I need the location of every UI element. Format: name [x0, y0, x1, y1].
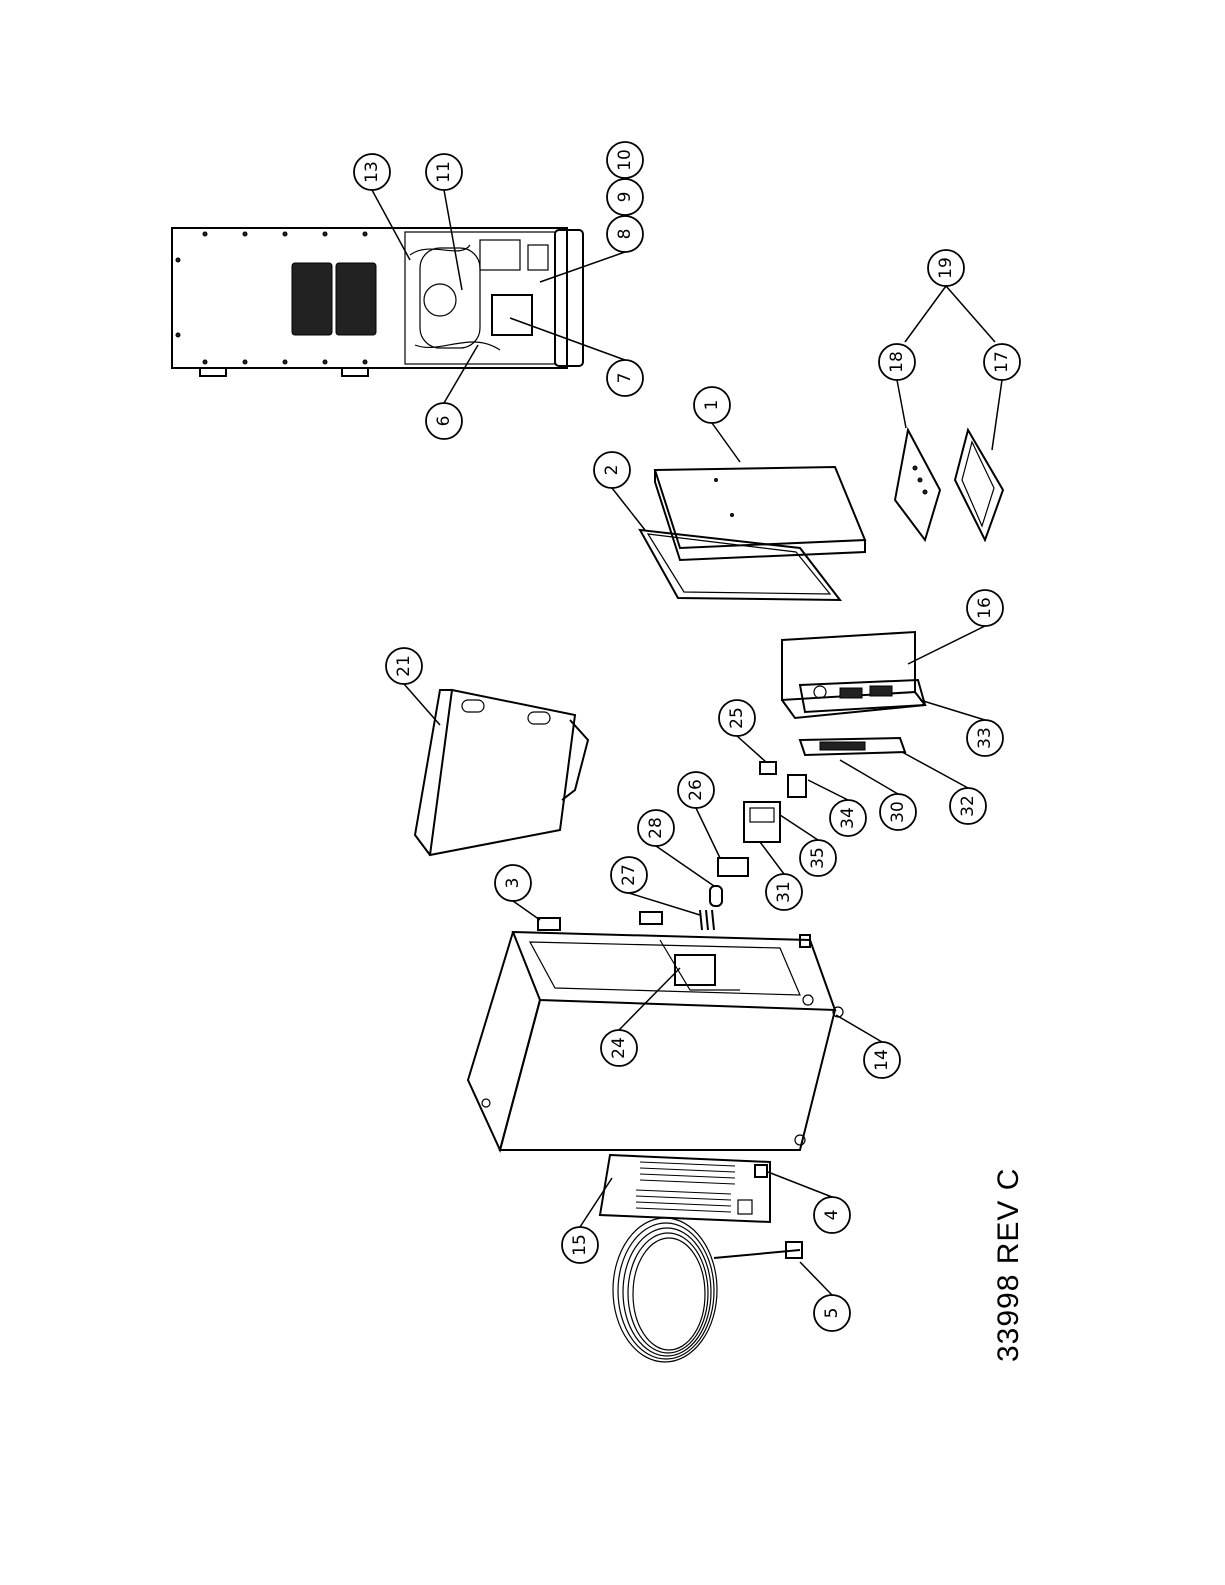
callout-18: 18: [879, 344, 915, 380]
callout-33: 33: [967, 720, 1003, 756]
callout-label: 31: [774, 881, 794, 903]
document-number: 33998 REV C: [992, 1168, 1025, 1362]
callout-8: 8: [607, 216, 643, 252]
callout-19: 19: [928, 250, 964, 286]
callout-label: 35: [808, 847, 828, 869]
callout-label: 15: [570, 1234, 590, 1256]
callout-31: 31: [766, 874, 802, 910]
callout-label: 4: [822, 1210, 842, 1221]
control-bracket: [782, 632, 925, 718]
callout-label: 10: [615, 149, 635, 171]
callout-17: 17: [984, 344, 1020, 380]
callout-label: 11: [434, 161, 454, 183]
callout-label: 19: [936, 257, 956, 279]
callout-label: 3: [503, 878, 523, 889]
callout-label: 21: [394, 655, 414, 677]
callout-13: 13: [354, 154, 390, 190]
callout-label: 33: [975, 727, 995, 749]
callout-6: 6: [426, 403, 462, 439]
callout-label: 24: [609, 1037, 629, 1059]
callout-label: 9: [615, 192, 635, 203]
unit-top-view: [172, 228, 583, 376]
callout-15: 15: [562, 1227, 598, 1263]
callout-label: 17: [992, 351, 1012, 373]
callout-1: 1: [694, 387, 730, 423]
callout-26: 26: [678, 772, 714, 808]
callout-32: 32: [950, 788, 986, 824]
callout-21: 21: [386, 648, 422, 684]
callout-label: 13: [362, 161, 382, 183]
callout-label: 6: [434, 416, 454, 427]
callout-label: 2: [602, 465, 622, 476]
callout-14: 14: [864, 1042, 900, 1078]
power-cord-coil: [613, 1218, 802, 1362]
callout-5: 5: [814, 1295, 850, 1331]
panel-assembly: [640, 467, 865, 600]
callout-4: 4: [814, 1197, 850, 1233]
callout-label: 7: [615, 373, 635, 384]
callout-35: 35: [800, 840, 836, 876]
callout-28: 28: [638, 810, 674, 846]
rear-grille: [600, 1155, 770, 1222]
top-cover: [415, 690, 588, 855]
callout-label: 8: [615, 229, 635, 240]
electrical-components: [700, 738, 905, 930]
callout-label: 18: [887, 351, 907, 373]
callout-label: 14: [872, 1049, 892, 1071]
callout-3: 3: [495, 865, 531, 901]
callout-16: 16: [967, 590, 1003, 626]
callout-label: 28: [646, 817, 666, 839]
callout-label: 30: [888, 801, 908, 823]
main-cabinet: [468, 912, 843, 1150]
callout-27: 27: [611, 857, 647, 893]
callout-10: 10: [607, 142, 643, 178]
callout-30: 30: [880, 794, 916, 830]
callout-7: 7: [607, 360, 643, 396]
callout-label: 26: [686, 779, 706, 801]
callout-label: 1: [702, 400, 722, 411]
callout-34: 34: [830, 800, 866, 836]
callout-label: 25: [727, 707, 747, 729]
callout-2: 2: [594, 452, 630, 488]
parts-17-18: [895, 430, 1003, 540]
callout-24: 24: [601, 1030, 637, 1066]
callout-label: 5: [822, 1308, 842, 1319]
callout-9: 9: [607, 179, 643, 215]
callout-25: 25: [719, 700, 755, 736]
callout-label: 32: [958, 795, 978, 817]
callout-11: 11: [426, 154, 462, 190]
callout-label: 16: [975, 597, 995, 619]
callout-label: 27: [619, 864, 639, 886]
callout-label: 34: [838, 807, 858, 829]
